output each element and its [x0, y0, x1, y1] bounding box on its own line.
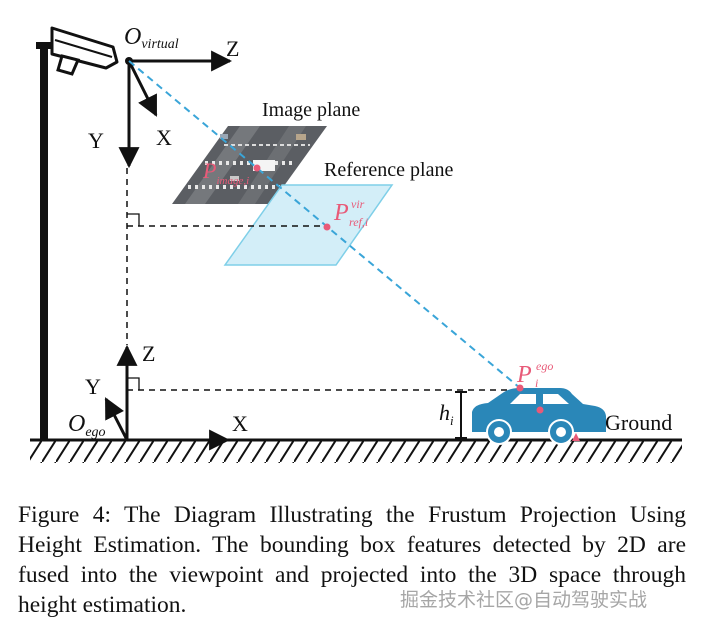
o-ego-label: Oego [68, 411, 106, 440]
height-label: hi [439, 400, 454, 428]
y-axis-label-top: Y [88, 128, 104, 153]
car-ground-marker [572, 433, 580, 441]
lamp-pole [36, 42, 52, 440]
car-center-point [536, 406, 544, 414]
frustum-projection-diagram: Ovirtual Z Y X Image plane Reference pla… [30, 24, 682, 463]
p-ego-label: P ego i [516, 357, 557, 390]
o-virtual-label: Ovirtual [124, 24, 179, 52]
figure-caption: Figure 4: The Diagram Illustrating the F… [18, 502, 686, 618]
image-plane [172, 126, 327, 204]
z-axis-label-top: Z [226, 36, 239, 61]
ground [30, 438, 682, 463]
car-icon [472, 388, 606, 445]
z-axis-label-ego: Z [142, 341, 155, 366]
virtual-axes [118, 50, 233, 169]
height-dimension [455, 391, 467, 439]
reference-plane-label: Reference plane [324, 159, 453, 181]
image-plane-label: Image plane [262, 99, 360, 121]
ground-label: Ground [605, 410, 672, 435]
p-image-point [253, 164, 261, 172]
right-angle-mark-bottom [127, 377, 140, 390]
p-ref-label: P vir ref,i [333, 195, 368, 229]
right-angle-mark-top [127, 213, 140, 226]
projection-ray [128, 60, 521, 389]
camera-icon [50, 26, 119, 76]
p-image-label: Pimage,i [202, 158, 249, 187]
x-axis-label-top: X [156, 125, 172, 150]
x-axis-label-ego: X [232, 411, 248, 436]
ego-axes [104, 344, 231, 451]
y-axis-label-ego: Y [85, 374, 101, 399]
watermark: 掘金技术社区@自动驾驶实战 [400, 589, 648, 611]
p-ego-point [516, 384, 524, 392]
reference-plane [223, 184, 394, 266]
p-ref-point [323, 223, 331, 231]
